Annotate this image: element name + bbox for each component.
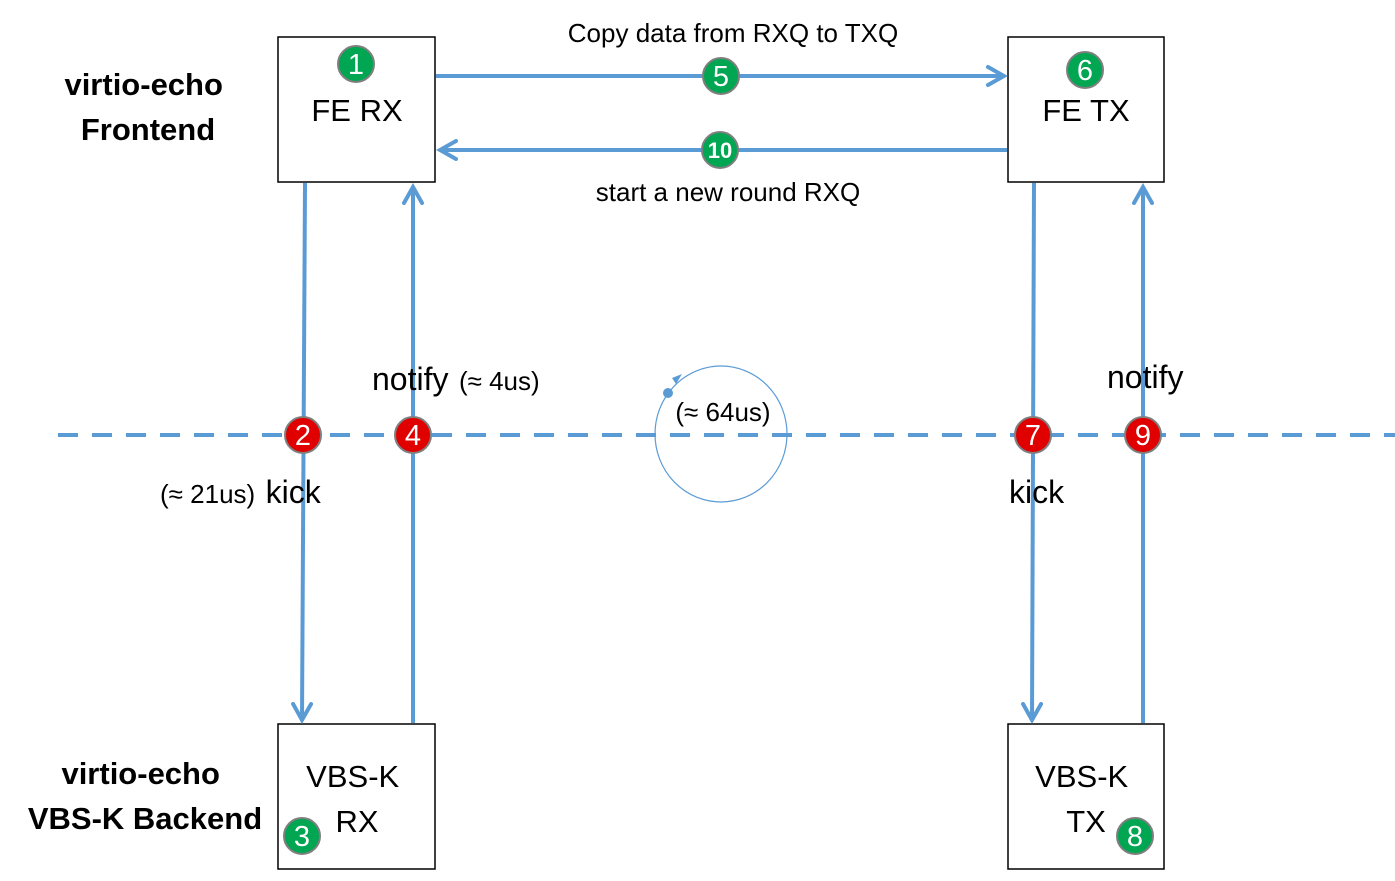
svg-text:7: 7 xyxy=(1025,420,1041,452)
svg-text:8: 8 xyxy=(1127,821,1143,853)
svg-text:3: 3 xyxy=(294,821,310,853)
notify-rx-label: notify (≈ 4us) xyxy=(372,361,540,397)
step-badge-4: 4 xyxy=(394,416,432,454)
svg-text:5: 5 xyxy=(713,61,729,93)
loop-start-dot xyxy=(663,388,673,398)
step-badge-8: 8 xyxy=(1116,817,1154,855)
copy-data-label: Copy data from RXQ to TXQ xyxy=(568,18,898,48)
svg-text:4: 4 xyxy=(405,420,421,452)
step-badge-6: 6 xyxy=(1066,51,1104,89)
fe-tx-label: FE TX xyxy=(1042,93,1130,128)
vbs-tx-label: VBS-K TX xyxy=(1035,759,1137,839)
loop-time-label: (≈ 64us) xyxy=(675,397,770,427)
svg-text:9: 9 xyxy=(1135,420,1151,452)
step-badge-7: 7 xyxy=(1014,416,1052,454)
svg-text:1: 1 xyxy=(348,49,364,81)
kick-rx-label: (≈ 21us) kick xyxy=(160,474,322,510)
step-badge-2: 2 xyxy=(284,416,322,454)
vbs-rx-label: VBS-K RX xyxy=(306,759,408,839)
svg-text:10: 10 xyxy=(708,138,732,163)
step-badge-3: 3 xyxy=(283,817,321,855)
loop-arrow-head xyxy=(672,374,682,384)
fe-rx-label: FE RX xyxy=(311,93,403,128)
backend-layer-label: virtio-echo VBS-K Backend xyxy=(28,756,262,836)
frontend-layer-label: virtio-echo Frontend xyxy=(64,67,231,147)
new-round-label: start a new round RXQ xyxy=(596,177,860,207)
notify-tx-label: notify xyxy=(1107,359,1183,395)
svg-text:2: 2 xyxy=(295,420,311,452)
svg-text:6: 6 xyxy=(1077,55,1093,87)
step-badge-10: 10 xyxy=(701,131,739,169)
round-trip-loop-circle xyxy=(654,365,788,503)
step-badge-5: 5 xyxy=(702,57,740,95)
step-badge-9: 9 xyxy=(1124,416,1162,454)
step-badge-1: 1 xyxy=(337,45,375,83)
kick-tx-label: kick xyxy=(1009,474,1065,510)
